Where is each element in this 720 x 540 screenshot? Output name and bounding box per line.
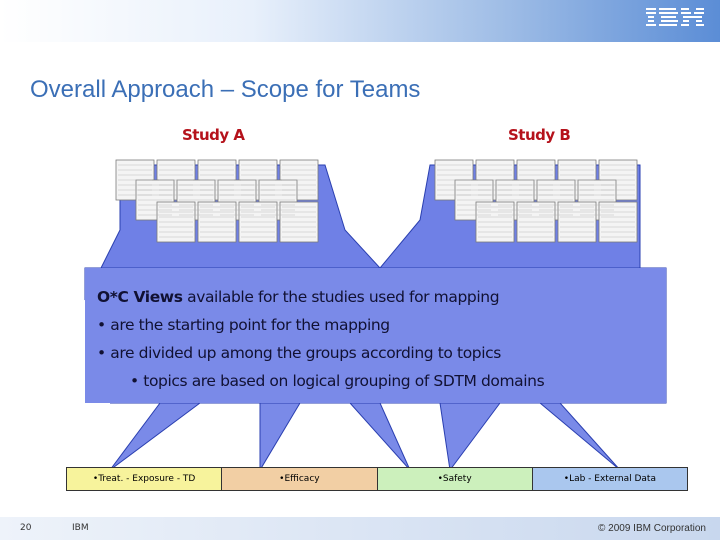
study-b-label: Study B (508, 126, 571, 144)
topic-lab: •Lab - External Data (532, 468, 687, 490)
topic-bar: •Treat. - Exposure - TD •Efficacy •Safet… (66, 467, 688, 491)
views-bullet-2: • are divided up among the groups accord… (97, 344, 501, 362)
lower-callout (109, 300, 667, 472)
page-number: 20 (20, 523, 32, 533)
topic-efficacy: •Efficacy (222, 468, 378, 490)
copyright: © 2009 IBM Corporation (598, 523, 706, 534)
views-heading: O*C Views available for the studies used… (97, 283, 662, 311)
views-box (85, 268, 666, 403)
views-heading-rest: available for the studies used for mappi… (182, 288, 500, 306)
ibm-logo (646, 8, 704, 26)
topic-safety: •Safety (377, 468, 533, 490)
views-text: O*C Views available for the studies used… (97, 283, 662, 395)
topic-treatment: •Treat. - Exposure - TD (67, 468, 223, 490)
slide-title: Overall Approach – Scope for Teams (30, 76, 421, 103)
footer-company: IBM (72, 523, 89, 533)
footer-band (0, 517, 720, 540)
header-band (0, 0, 720, 42)
views-heading-bold: O*C Views (97, 288, 183, 306)
study-a-label: Study A (182, 126, 245, 144)
views-bullet-1: • are the starting point for the mapping (97, 316, 390, 334)
views-sub-bullet: • topics are based on logical grouping o… (130, 372, 545, 390)
